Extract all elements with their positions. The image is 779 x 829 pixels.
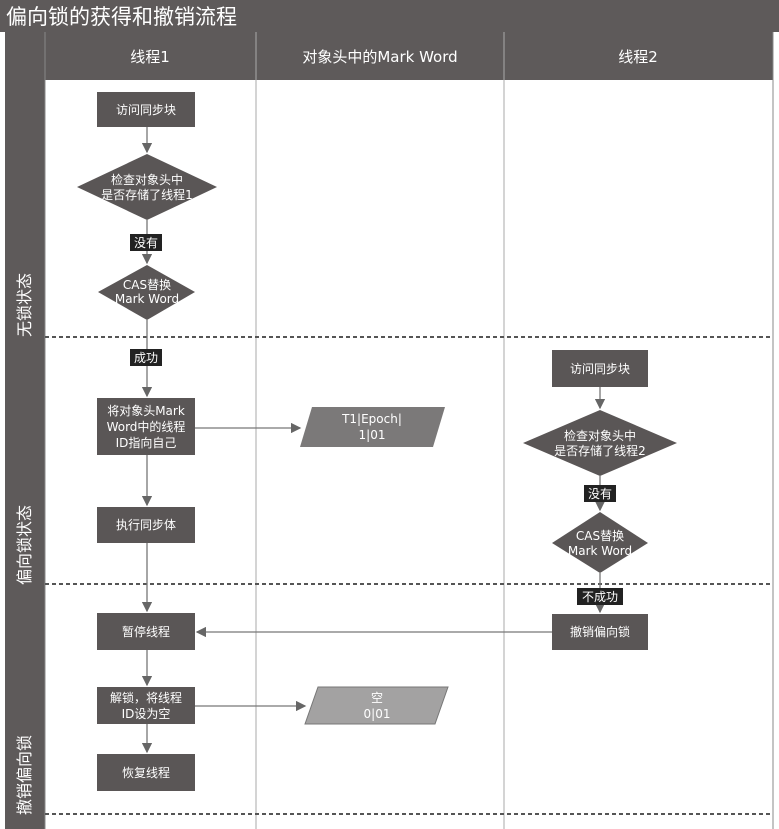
markword-empty-text-2: 0|01 xyxy=(364,707,391,721)
t2-revoke-block xyxy=(552,614,648,650)
t1-check-text-1: 检查对象头中 xyxy=(111,172,183,187)
t2-check-text-2: 是否存储了线程2 xyxy=(554,443,646,458)
t2-access-sync-text: 访问同步块 xyxy=(570,362,630,376)
t1-pause-text: 暂停线程 xyxy=(122,624,170,639)
t1-unlock-block xyxy=(97,687,195,724)
t1-exec-text: 执行同步体 xyxy=(116,518,176,532)
t1-set-id-text-2: Word中的线程 xyxy=(107,419,186,434)
t2-no-label-bg xyxy=(584,485,616,502)
t1-cas-text-2: Mark Word xyxy=(115,292,179,306)
markword-empty-text-1: 空 xyxy=(371,691,383,705)
t1-unlock-text-2: ID设为空 xyxy=(122,707,171,721)
t2-check-text-1: 检查对象头中 xyxy=(564,428,636,443)
t2-no-label: 没有 xyxy=(588,486,612,501)
phase-band xyxy=(5,32,45,829)
t1-cas-text-1: CAS替换 xyxy=(123,278,171,292)
t1-set-id-text-1: 将对象头Mark xyxy=(107,404,185,418)
t1-cas-decision xyxy=(98,265,195,320)
t1-access-sync-text: 访问同步块 xyxy=(116,103,176,117)
phase-label-unlocked: 无锁状态 xyxy=(15,273,34,337)
t2-cas-text-2: Mark Word xyxy=(568,544,632,558)
t1-unlock-text-1: 解锁，将线程 xyxy=(110,690,182,705)
diagram-title: 偏向锁的获得和撤销流程 xyxy=(6,5,237,29)
t1-resume-text: 恢复线程 xyxy=(122,765,170,780)
column-header-thread1: 线程1 xyxy=(130,48,170,66)
t1-check-decision xyxy=(77,154,217,220)
markword-biased-text-1: T1|Epoch| xyxy=(341,412,402,426)
t1-success-label-bg xyxy=(130,349,162,366)
phase-label-biased: 偏向锁状态 xyxy=(15,505,34,585)
markword-biased-data xyxy=(300,407,445,447)
t2-access-sync-block xyxy=(552,350,648,387)
t1-check-text-2: 是否存储了线程1 xyxy=(101,187,193,202)
t1-access-sync-block xyxy=(97,92,195,127)
t2-revoke-text: 撤销偏向锁 xyxy=(570,624,630,639)
column-header-markword: 对象头中的Mark Word xyxy=(302,48,457,66)
t1-pause-block xyxy=(97,613,195,650)
t2-cas-decision xyxy=(552,512,648,573)
phase-label-revoke: 撤销偏向锁 xyxy=(15,735,34,815)
title-bar xyxy=(0,0,779,32)
t1-set-thread-id-block xyxy=(97,398,195,455)
t1-success-label: 成功 xyxy=(134,351,158,365)
t1-no-label-bg xyxy=(130,234,162,251)
column-header-thread2: 线程2 xyxy=(618,48,658,66)
t2-check-decision xyxy=(523,410,677,476)
t1-resume-block xyxy=(97,754,195,791)
t1-set-id-text-3: ID指向自己 xyxy=(116,435,177,450)
t1-no-label: 没有 xyxy=(134,235,158,250)
column-header-bar xyxy=(45,32,773,80)
t2-cas-text-1: CAS替换 xyxy=(576,529,624,543)
markword-biased-text-2: 1|01 xyxy=(359,428,386,442)
t2-fail-label: 不成功 xyxy=(582,590,618,604)
markword-empty-data xyxy=(304,686,449,725)
t1-exec-sync-block xyxy=(97,507,195,543)
t2-fail-label-bg xyxy=(577,588,623,605)
